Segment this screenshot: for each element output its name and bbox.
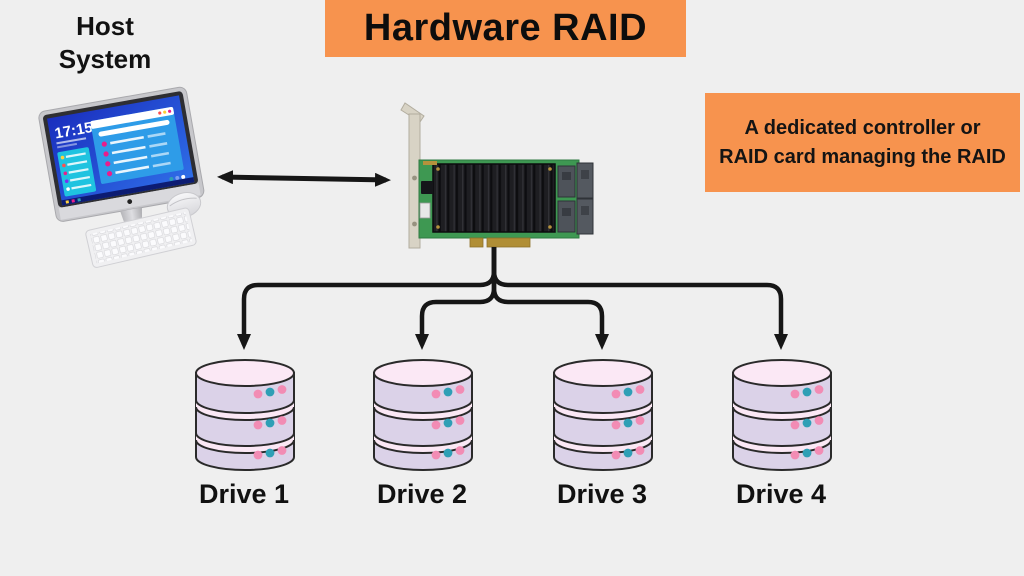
connector-to-drive-2 (415, 247, 497, 350)
drive-2-label: Drive 2 (376, 479, 468, 509)
raid-controller-card-icon (400, 102, 594, 249)
connector-to-drive-1 (237, 247, 497, 350)
controller-note-text: A dedicated controller or RAID card mana… (719, 116, 1006, 168)
raid-to-drive-connectors (237, 247, 788, 350)
drive-3-label: Drive 3 (556, 479, 648, 509)
drive-1-label: Drive 1 (198, 479, 290, 509)
drive-4-label: Drive 4 (735, 479, 827, 509)
host-system-label: Host System (25, 10, 185, 76)
host-label-line1: Host (76, 11, 134, 41)
controller-note: A dedicated controller or RAID card mana… (705, 93, 1020, 192)
keyboard-icon (85, 207, 197, 268)
screen-clock: 17:15 (53, 119, 94, 142)
database-cylinder-icon-drive-3 (553, 359, 653, 471)
connector-to-drive-4 (491, 247, 788, 350)
page-title: Hardware RAID (325, 0, 686, 57)
database-cylinder-icon-drive-1 (195, 359, 295, 471)
page-title-text: Hardware RAID (363, 7, 648, 49)
database-cylinder-icon-drive-2 (373, 359, 473, 471)
database-cylinder-icon-drive-4 (732, 359, 832, 471)
bidirectional-arrow-icon (217, 170, 391, 187)
host-label-line2: System (58, 44, 152, 75)
desktop-computer-icon: 17:15 (38, 86, 205, 268)
connector-to-drive-3 (491, 247, 609, 350)
